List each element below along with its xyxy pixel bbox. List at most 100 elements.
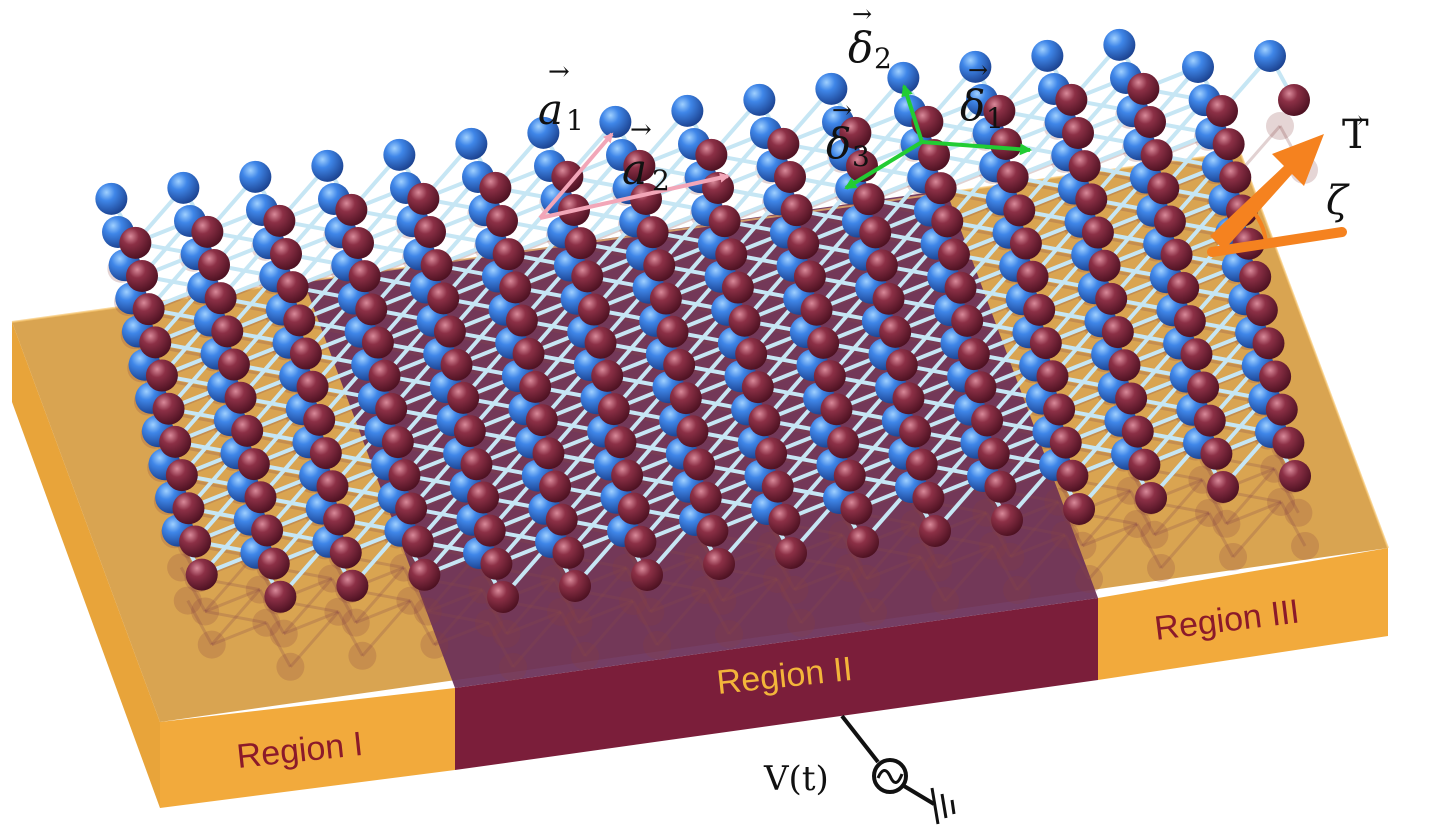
ground-wire bbox=[902, 784, 936, 806]
strain-label: T bbox=[1342, 112, 1369, 158]
shadow-atom bbox=[564, 608, 593, 637]
shadow-bond bbox=[204, 588, 261, 613]
carbon-atom-b bbox=[755, 437, 788, 470]
carbon-atom-b bbox=[1200, 437, 1233, 470]
carbon-atom-a bbox=[239, 160, 272, 193]
shadow-bond bbox=[361, 599, 412, 657]
shadow-atom bbox=[1075, 564, 1104, 593]
shadow-bond bbox=[937, 544, 994, 570]
shadow-bond bbox=[402, 566, 430, 613]
carbon-atom-b bbox=[983, 94, 1016, 127]
carbon-atom-b bbox=[257, 547, 290, 580]
carbon-atom-b bbox=[1062, 117, 1094, 149]
shadow-bond bbox=[1135, 523, 1163, 569]
carbon-atom-b bbox=[905, 448, 938, 481]
carbon-atom-b bbox=[604, 426, 637, 459]
shadow-bond bbox=[337, 611, 364, 657]
carbon-atom-b bbox=[539, 470, 572, 503]
shadow-atom bbox=[1219, 542, 1248, 571]
carbon-atom-b bbox=[833, 459, 866, 492]
carbon-atom-b bbox=[283, 304, 316, 337]
carbon-atom-b bbox=[924, 172, 957, 205]
carbon-atom-b bbox=[251, 514, 284, 547]
carbon-atom-b bbox=[964, 371, 997, 404]
carbon-atom-b bbox=[597, 393, 630, 426]
carbon-atom-b bbox=[414, 216, 446, 248]
carbon-atom-b bbox=[1101, 316, 1134, 349]
delta3-subscript: 3 bbox=[852, 140, 870, 173]
carbon-atom-b bbox=[224, 381, 257, 414]
carbon-atom-b bbox=[696, 514, 729, 547]
carbon-atom-b bbox=[237, 448, 270, 481]
carbon-atom-b bbox=[545, 503, 578, 536]
carbon-atom-b bbox=[191, 215, 224, 248]
carbon-atom-a bbox=[95, 182, 128, 215]
carbon-atom-b bbox=[479, 171, 512, 204]
shadow-atom bbox=[492, 619, 521, 648]
carbon-atom-b bbox=[309, 437, 342, 470]
shadow-atom bbox=[780, 575, 809, 604]
carbon-atom-b bbox=[532, 437, 565, 470]
sine-wave-icon bbox=[876, 769, 904, 784]
a2-subscript: 2 bbox=[652, 164, 670, 197]
carbon-atom-b bbox=[512, 337, 545, 370]
shadow-atom bbox=[1212, 509, 1241, 538]
strain-arrow-glyph: → bbox=[1344, 106, 1364, 134]
shadow-bond bbox=[1159, 511, 1211, 569]
carbon-atom-b bbox=[787, 227, 820, 260]
shadow-bond bbox=[841, 534, 868, 580]
carbon-atom-a bbox=[455, 127, 488, 160]
carbon-atom-b bbox=[728, 304, 761, 337]
carbon-atom-b bbox=[918, 139, 950, 171]
carbon-atom-b bbox=[165, 459, 198, 492]
carbon-atom-b bbox=[1245, 294, 1278, 327]
shadow-bond bbox=[1225, 467, 1276, 525]
carbon-atom-b bbox=[519, 370, 552, 403]
carbon-atom-b bbox=[401, 525, 434, 558]
carbon-atom-a bbox=[671, 94, 704, 127]
shadow-bond bbox=[1225, 500, 1282, 526]
shadow-bond bbox=[625, 567, 652, 613]
carbon-atom-b bbox=[323, 503, 356, 536]
carbon-atom-b bbox=[761, 470, 794, 503]
carbon-atom-b bbox=[984, 470, 1017, 503]
shadow-bond bbox=[991, 545, 1019, 591]
carbon-atom-b bbox=[1049, 426, 1082, 459]
carbon-atom-b bbox=[1207, 470, 1240, 503]
carbon-atom-b bbox=[1180, 338, 1213, 371]
shadow-bond bbox=[1081, 522, 1138, 548]
carbon-atom-b bbox=[611, 459, 644, 492]
carbon-atom-b bbox=[695, 138, 728, 171]
carbon-atom-a bbox=[959, 50, 992, 83]
shadow-bond bbox=[697, 556, 724, 602]
carbon-atom-b bbox=[937, 238, 970, 271]
carbon-atom-b bbox=[1036, 360, 1069, 393]
substrate-left-face bbox=[12, 322, 160, 808]
carbon-atom-a bbox=[167, 171, 200, 204]
shadow-atom bbox=[269, 619, 298, 648]
delta3-vector-arrow bbox=[844, 140, 924, 190]
source-wire bbox=[840, 714, 880, 764]
carbon-atom-b bbox=[1278, 84, 1310, 116]
carbon-atom-b bbox=[447, 381, 480, 414]
carbon-atom-b bbox=[1206, 95, 1238, 127]
shadow-bond bbox=[793, 566, 850, 592]
carbon-atom-b bbox=[427, 282, 460, 315]
shadow-bond bbox=[583, 599, 635, 657]
carbon-atom-b bbox=[689, 481, 722, 514]
shadow-bond bbox=[1009, 500, 1060, 558]
carbon-atom-b bbox=[1068, 150, 1101, 183]
shadow-bond bbox=[985, 512, 1012, 558]
carbon-atom-b bbox=[289, 337, 322, 370]
shadow-atom bbox=[276, 652, 305, 681]
carbon-atom-b bbox=[971, 404, 1004, 437]
carbon-atom-b bbox=[552, 536, 585, 569]
shadow-bond bbox=[210, 588, 261, 646]
carbon-atom-b bbox=[1187, 371, 1220, 404]
shadow-bond bbox=[553, 578, 580, 624]
shadow-atom bbox=[1068, 531, 1097, 560]
shadow-bond bbox=[283, 610, 339, 636]
shadow-bond bbox=[179, 566, 207, 613]
carbon-atom-b bbox=[872, 282, 905, 315]
carbon-atom-b bbox=[263, 204, 296, 237]
